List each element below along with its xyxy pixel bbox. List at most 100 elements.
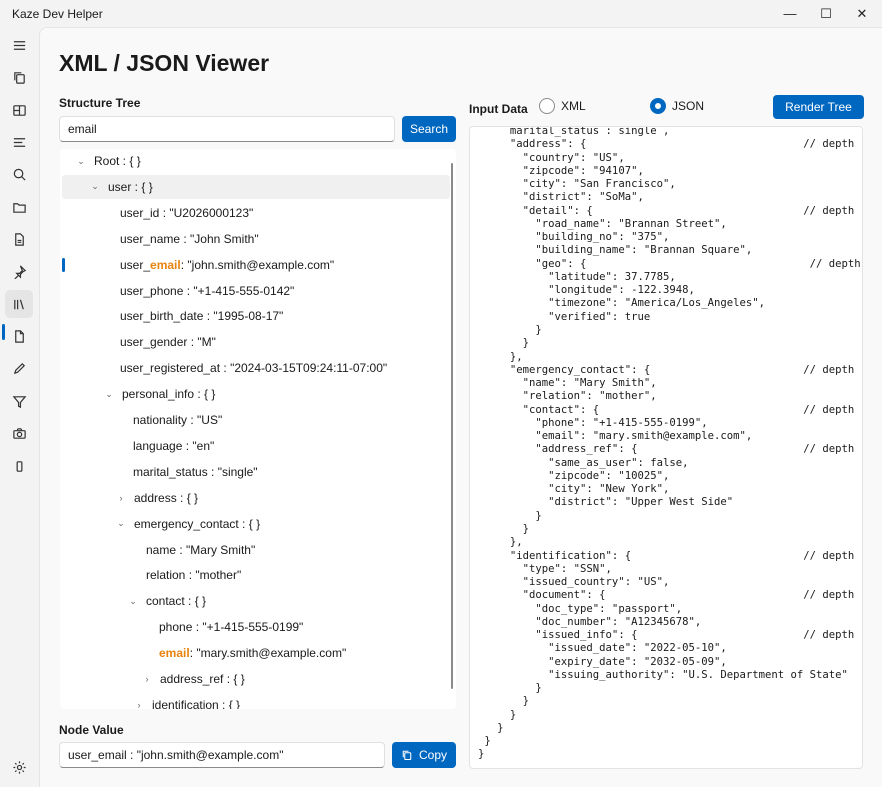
- search-match-highlight: email: [159, 646, 190, 661]
- json-text: marital_status : single , "address": { /…: [478, 126, 861, 761]
- pencil-icon[interactable]: [5, 354, 33, 382]
- tree-row-label: user_id : "U2026000123": [120, 205, 254, 220]
- radio-json-label: JSON: [672, 99, 705, 113]
- tree-row-label: user_gender : "M": [120, 335, 216, 350]
- tree-row-label: user : { }: [108, 179, 153, 194]
- chevron-down-icon[interactable]: ⌄: [117, 518, 125, 529]
- main-content: XML / JSON Viewer Structure Tree email S…: [39, 27, 882, 787]
- tree-row[interactable]: ⌄ user : { }: [62, 174, 450, 199]
- tree-scrollbar[interactable]: [451, 163, 453, 689]
- tree-row-label: address_ref : { }: [160, 672, 245, 686]
- radio-xml-label: XML: [561, 99, 586, 113]
- title-bar: Kaze Dev Helper — ☐ ✕: [0, 0, 882, 27]
- chevron-down-icon[interactable]: ⌄: [129, 595, 137, 606]
- tree-row[interactable]: name : "Mary Smith": [62, 538, 450, 562]
- close-button[interactable]: ✕: [844, 0, 880, 27]
- copy-button-label: Copy: [418, 748, 447, 762]
- tree-row-label: marital_status : "single": [133, 464, 258, 479]
- close-icon: ✕: [856, 5, 868, 21]
- file-icon[interactable]: [5, 322, 33, 350]
- copy-icon: [402, 750, 412, 761]
- chevron-right-icon[interactable]: ›: [137, 699, 141, 709]
- camera-icon[interactable]: [5, 419, 33, 447]
- tree-row[interactable]: user_phone : "+1-415-555-0142": [62, 279, 450, 303]
- tree-row-label: nationality : "US": [133, 413, 223, 427]
- chevron-down-icon[interactable]: ⌄: [77, 155, 85, 166]
- minimize-button[interactable]: —: [772, 0, 808, 27]
- tree-row[interactable]: user_registered_at : "2024-03-15T09:24:1…: [62, 356, 450, 380]
- tree-row-label: relation : "mother": [146, 568, 242, 583]
- radio-json-circle: [650, 98, 666, 114]
- tree-row[interactable]: user_birth_date : "1995-08-17": [62, 304, 450, 328]
- copy-icon[interactable]: [5, 63, 33, 91]
- tree-row-label: emergency_contact : { }: [134, 516, 261, 531]
- sidebar: [0, 27, 39, 787]
- tree-row[interactable]: › identification : { }: [62, 693, 450, 709]
- input-data-label: Input Data: [469, 102, 528, 116]
- tree-row-label: user_birth_date : "1995-08-17": [120, 309, 284, 324]
- chevron-down-icon[interactable]: ⌄: [91, 181, 99, 192]
- settings-gear-icon[interactable]: [5, 753, 33, 781]
- tree-row-value: : "mary.smith@example.com": [189, 646, 347, 661]
- search-button[interactable]: Search: [402, 116, 456, 142]
- filter-icon[interactable]: [5, 387, 33, 415]
- minimize-icon: —: [783, 6, 797, 21]
- compare-icon[interactable]: [5, 96, 33, 124]
- structure-tree-label: Structure Tree: [59, 96, 141, 110]
- tree-row[interactable]: › address : { }: [62, 486, 450, 510]
- structure-tree: ⌄Root : { }⌄user : { }user_id : "U202600…: [60, 149, 456, 709]
- tree-row-label: address : { }: [134, 490, 199, 505]
- tree-row[interactable]: ⌄ personal_info : { }: [62, 382, 450, 406]
- search-input[interactable]: email: [59, 116, 395, 142]
- tree-row[interactable]: ⌄ contact : { }: [62, 589, 450, 613]
- tree-row[interactable]: user_email : "john.smith@example.com": [62, 253, 450, 277]
- tree-row[interactable]: ⌄ emergency_contact : { }: [62, 512, 450, 536]
- library-icon[interactable]: [5, 290, 33, 318]
- chevron-down-icon[interactable]: ⌄: [105, 388, 113, 399]
- document-icon[interactable]: [5, 225, 33, 253]
- app-title: Kaze Dev Helper: [12, 7, 103, 21]
- radio-json[interactable]: JSON: [650, 98, 704, 114]
- maximize-button[interactable]: ☐: [808, 0, 844, 27]
- tree-row-label: language : "en": [133, 438, 215, 453]
- tree-row-label: user_registered_at : "2024-03-15T09:24:1…: [120, 361, 388, 376]
- hamburger-menu-icon[interactable]: [5, 31, 33, 59]
- tree-row[interactable]: user_name : "John Smith": [62, 227, 450, 251]
- tree-row-label: phone : "+1-415-555-0199": [159, 620, 304, 635]
- tree-row-label: user_: [120, 257, 151, 272]
- tree-row[interactable]: ⌄Root : { }: [62, 149, 450, 173]
- radio-xml[interactable]: XML: [539, 98, 586, 114]
- node-value-label: Node Value: [59, 723, 124, 737]
- tree-row[interactable]: phone : "+1-415-555-0199": [62, 615, 450, 639]
- tree-row[interactable]: marital_status : "single": [62, 460, 450, 484]
- tree-row[interactable]: user_id : "U2026000123": [62, 201, 450, 225]
- tree-row[interactable]: user_gender : "M": [62, 330, 450, 354]
- tree-row[interactable]: relation : "mother": [62, 563, 450, 587]
- tree-row[interactable]: nationality : "US": [62, 408, 450, 432]
- phone-device-icon[interactable]: [5, 452, 33, 480]
- page-title: XML / JSON Viewer: [59, 50, 270, 76]
- chevron-right-icon[interactable]: ›: [145, 674, 149, 684]
- pin-icon[interactable]: [5, 257, 33, 285]
- tree-row[interactable]: email : "mary.smith@example.com": [62, 641, 450, 665]
- chevron-right-icon[interactable]: ›: [119, 492, 123, 503]
- render-tree-button[interactable]: Render Tree: [773, 95, 864, 119]
- tree-row[interactable]: language : "en": [62, 434, 450, 458]
- search-icon[interactable]: [5, 160, 33, 188]
- tree-selection-indicator: [62, 258, 65, 272]
- node-value-field[interactable]: user_email : "john.smith@example.com": [59, 742, 385, 768]
- nav-selection-indicator: [2, 324, 5, 340]
- json-input-editor[interactable]: marital_status : single , "address": { /…: [469, 126, 863, 769]
- folder-icon[interactable]: [5, 193, 33, 221]
- tree-row-label: identification : { }: [152, 697, 241, 709]
- tree-row[interactable]: › address_ref : { }: [62, 667, 450, 691]
- tree-row-label: user_phone : "+1-415-555-0142": [120, 283, 295, 298]
- tree-row-label: name : "Mary Smith": [146, 542, 256, 557]
- maximize-icon: ☐: [820, 5, 832, 21]
- tree-row-label: personal_info : { }: [122, 387, 216, 402]
- copy-button[interactable]: Copy: [392, 742, 456, 768]
- text-lines-icon[interactable]: [5, 128, 33, 156]
- tree-row-label: contact : { }: [146, 594, 207, 609]
- radio-xml-circle: [539, 98, 555, 114]
- tree-row-value: : "john.smith@example.com": [180, 257, 335, 272]
